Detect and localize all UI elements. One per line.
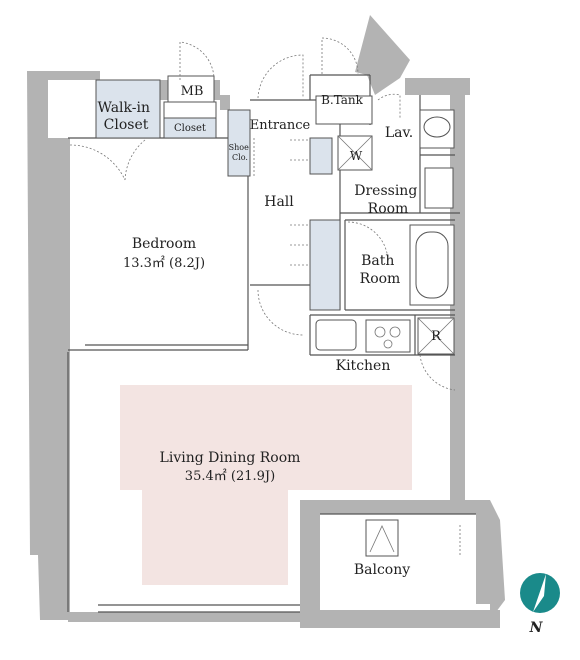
storage-units bbox=[95, 75, 373, 311]
fixtures bbox=[315, 109, 455, 557]
mb-label: MB bbox=[181, 84, 204, 99]
shoe-closet-label: Shoe Clo. bbox=[229, 143, 252, 162]
w-label: W bbox=[350, 149, 363, 163]
walk-in-closet-label: Walk-in Closet bbox=[98, 100, 155, 133]
bedroom-label: Bedroom bbox=[132, 236, 196, 252]
bedroom-area-label: 13.3㎡ (8.2J) bbox=[123, 256, 205, 271]
compass-needle-icon bbox=[533, 574, 546, 612]
closet-label: Closet bbox=[174, 123, 206, 134]
balcony-label: Balcony bbox=[354, 562, 410, 578]
hall-label: Hall bbox=[264, 194, 294, 210]
dressing-room-label: Dressing Room bbox=[354, 183, 421, 217]
living-dining-label: Living Dining Room bbox=[160, 450, 301, 466]
compass-label: N bbox=[529, 620, 544, 636]
b-tank-label: B.Tank bbox=[321, 93, 364, 107]
north-compass: N bbox=[520, 573, 560, 636]
entrance-label: Entrance bbox=[250, 118, 311, 133]
bath-room-label: Bath Room bbox=[360, 253, 401, 287]
kitchen-label: Kitchen bbox=[336, 358, 391, 374]
living-area-label: 35.4㎡ (21.9J) bbox=[185, 469, 275, 484]
doors bbox=[69, 37, 461, 555]
r-label: R bbox=[431, 329, 442, 344]
room-labels: Walk-in Closet MB Closet B.Tank Entrance… bbox=[98, 84, 443, 578]
living-dining-highlight bbox=[120, 385, 412, 585]
lav-label: Lav. bbox=[385, 125, 413, 141]
